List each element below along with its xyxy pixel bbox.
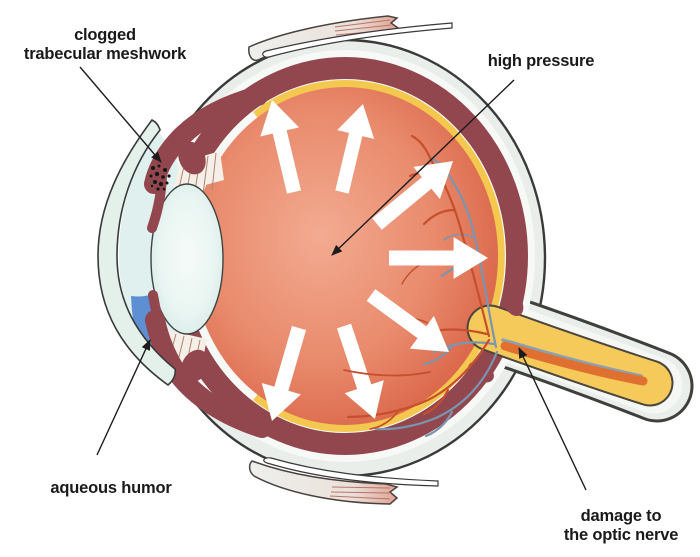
iris-inferior-flap — [148, 290, 171, 348]
label-aqueous-humor: aqueous humor — [31, 479, 191, 498]
retina-layer — [253, 80, 505, 432]
anterior-segment — [97, 86, 272, 438]
muscle-slit — [263, 457, 439, 487]
retinal-veins — [374, 156, 499, 438]
leader-trabecular — [79, 66, 162, 163]
lens — [150, 183, 224, 335]
label-line: high pressure — [487, 52, 595, 70]
cornea — [97, 118, 177, 387]
label-clogged-trabecular-meshwork: clogged trabecular meshwork — [15, 26, 195, 63]
choroid-end-caps — [468, 289, 524, 383]
superior-rectus-muscle — [248, 15, 453, 62]
trabecular-meshwork-clog — [149, 164, 171, 191]
leader-aqueous — [96, 339, 151, 456]
leader-optic-damage — [518, 347, 587, 491]
label-line: trabecular meshwork — [23, 44, 187, 63]
ciliary-body-and-iris — [144, 86, 272, 438]
iris-superior-flap — [147, 161, 168, 233]
inferior-rectus-muscle — [248, 457, 439, 505]
label-line: aqueous humor — [50, 479, 172, 497]
leader-high-pressure — [331, 79, 515, 256]
label-high-pressure: high pressure — [476, 52, 606, 71]
label-damage-optic-nerve: damage to the optic nerve — [551, 507, 691, 544]
label-line: damage to — [580, 507, 662, 525]
label-line: the optic nerve — [563, 525, 679, 544]
ciliary-process-bumps — [178, 141, 209, 383]
retinal-artery-crossing-twig — [343, 369, 431, 377]
leader-lines — [79, 66, 587, 491]
muscle-slit — [262, 22, 453, 58]
label-line: clogged — [74, 26, 136, 44]
central-retinal-vein — [501, 338, 643, 378]
